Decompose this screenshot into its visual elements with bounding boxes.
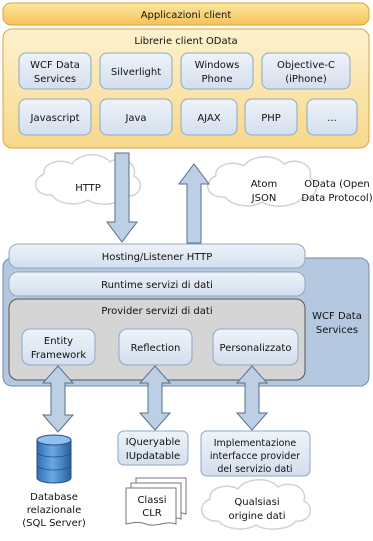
impl-box [200, 430, 311, 477]
hosting-label: Hosting/Listener HTTP [102, 252, 213, 263]
client-library-label: Silverlight [111, 67, 161, 78]
provider-option-box [21, 328, 96, 366]
provider-option-label: Personalizzato [220, 343, 292, 354]
odata-label-line1: OData (Open [304, 179, 370, 190]
clr-classes-stack [125, 477, 187, 526]
client-library-label: (iPhone) [285, 74, 327, 85]
client-library-label: Windows [195, 60, 240, 71]
http-label: HTTP [75, 183, 101, 194]
client-apps-bar [2, 2, 370, 26]
provider-option-label: Reflection [131, 343, 181, 354]
client-library-box [244, 98, 298, 136]
client-library-label: Javascript [30, 113, 80, 124]
iqueryable-box [117, 430, 189, 466]
db-label-line1: Database [30, 492, 78, 503]
any-source-line1: Qualsiasi [234, 497, 279, 508]
clr-line2: CLR [142, 508, 162, 519]
provider-option-label: Framework [31, 350, 87, 361]
format-atom-label: Atom [251, 179, 277, 190]
data-access-arrow [235, 365, 269, 431]
impl-line1: Implementazione [214, 438, 297, 449]
provider-option-label: Entity [44, 336, 73, 347]
clr-line1: Classi [137, 495, 166, 506]
client-apps-title: Applicazioni client [141, 10, 232, 21]
provider-title: Provider servizi di dati [101, 306, 212, 317]
database-icon [36, 434, 72, 484]
client-library-label: Objective-C [277, 60, 335, 71]
client-library-box [306, 98, 358, 136]
provider-option-box [212, 328, 299, 366]
client-library-label: Java [124, 113, 146, 124]
client-library-box [180, 52, 254, 90]
client-library-box [261, 52, 351, 90]
provider-option-box [118, 328, 193, 366]
format-json-label: JSON [251, 193, 277, 204]
client-library-box [99, 98, 173, 136]
client-library-label: AJAX [197, 113, 220, 124]
client-library-label: ... [327, 113, 337, 124]
any-source-line2: origine dati [229, 511, 286, 522]
client-library-box [180, 98, 238, 136]
runtime-bar [8, 271, 306, 297]
data-access-arrow [138, 365, 172, 431]
odata-label-line2: Data Protocol) [301, 193, 372, 204]
client-library-label: WCF Data [30, 60, 80, 71]
wcf-label-line2: Services [316, 325, 358, 336]
iqueryable-line1: IQueryable [126, 437, 181, 448]
client-library-label: PHP [261, 113, 281, 124]
format-cloud [206, 156, 318, 207]
impl-line3: del servizio dati [217, 464, 292, 475]
db-label-line3: (SQL Server) [22, 518, 86, 529]
runtime-label: Runtime servizi di dati [101, 280, 213, 291]
client-library-label: Services [34, 74, 76, 85]
data-access-arrow [41, 365, 75, 433]
wcf-label-line1: WCF Data [312, 311, 362, 322]
request-arrow-down [106, 152, 138, 243]
arrow-group [41, 152, 269, 433]
client-library-label: Phone [202, 74, 233, 85]
client-library-box [18, 52, 92, 90]
client-libraries-title: Librerie client OData [134, 36, 237, 47]
client-library-box [18, 98, 92, 136]
iqueryable-line2: IUpdatable [126, 451, 180, 462]
impl-line2: interfacce provider [210, 451, 300, 462]
client-library-box [99, 52, 173, 90]
hosting-bar [8, 243, 306, 269]
response-arrow-up [178, 163, 210, 244]
any-source-cloud [200, 479, 312, 530]
db-label-line2: relazionale [27, 505, 82, 516]
